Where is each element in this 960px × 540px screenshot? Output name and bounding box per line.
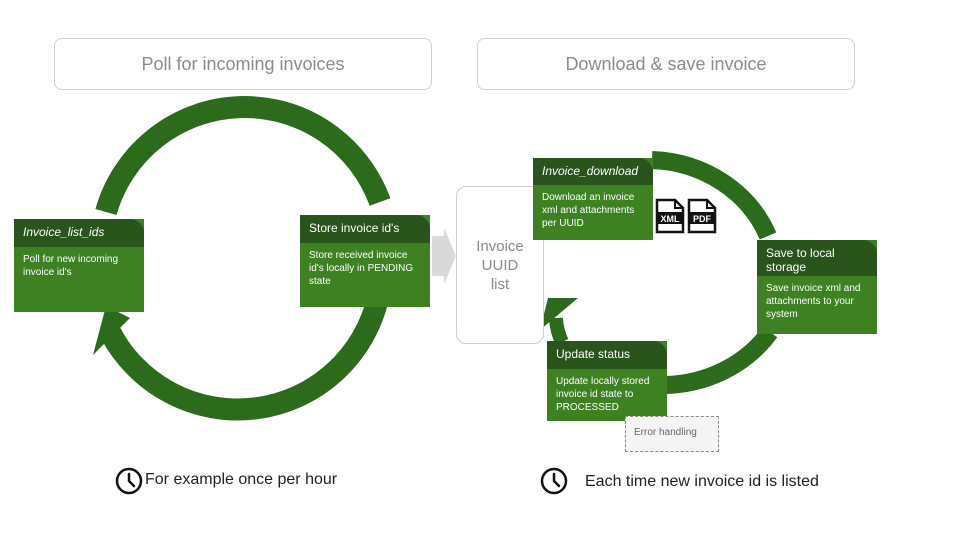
- connector-arrow: [432, 228, 456, 284]
- store-invoice-ids-body: Store received invoice id's locally in P…: [309, 250, 414, 287]
- right-caption: Each time new invoice id is listed: [585, 473, 819, 490]
- invoice-list-ids-body: Poll for new incoming invoice id's: [23, 254, 119, 278]
- poll-header: Poll for incoming invoices: [54, 38, 432, 90]
- store-invoice-ids-card: Store invoice id's Store received invoic…: [300, 215, 430, 307]
- clock-icon: [115, 467, 143, 495]
- save-local-storage-card: Save to local storage Save invoice xml a…: [757, 240, 877, 334]
- right-cycle-bottom-arc: [663, 326, 778, 394]
- right-cycle-return-arc: [549, 317, 569, 346]
- invoice-download-card: Invoice_download Download an invoice xml…: [533, 158, 653, 240]
- clock-icon: [540, 467, 568, 495]
- left-cycle-bottom-arc: [100, 295, 389, 421]
- download-header: Download & save invoice: [477, 38, 855, 90]
- invoice-list-ids-card: Invoice_list_ids Poll for new incoming i…: [14, 219, 144, 312]
- left-caption: For example once per hour: [145, 471, 338, 488]
- xml-file-icon: XML: [655, 198, 685, 234]
- right-cycle-arrowhead: [540, 298, 578, 330]
- update-status-title: Update status: [547, 341, 667, 369]
- store-invoice-ids-title: Store invoice id's: [300, 215, 430, 243]
- xml-file-label: XML: [661, 214, 681, 224]
- update-status-body: Update locally stored invoice id state t…: [556, 376, 650, 413]
- invoice-list-ids-title: Invoice_list_ids: [14, 219, 144, 247]
- invoice-download-body: Download an invoice xml and attachments …: [542, 192, 635, 229]
- save-local-storage-title: Save to local storage: [757, 240, 877, 276]
- invoice-download-title: Invoice_download: [533, 158, 653, 185]
- left-cycle-arrowhead: [93, 306, 130, 355]
- right-cycle-top-arc: [651, 151, 777, 240]
- invoice-uuid-list: Invoice UUID list: [456, 186, 544, 344]
- error-handling-box: Error handling: [625, 416, 719, 452]
- pdf-file-icon: PDF: [687, 198, 717, 234]
- save-local-storage-body: Save invoice xml and attachments to your…: [766, 283, 861, 320]
- pdf-file-label: PDF: [693, 214, 712, 224]
- update-status-card: Update status Update locally stored invo…: [547, 341, 667, 421]
- invoice-uuid-list-label: Invoice UUID list: [476, 237, 524, 293]
- left-cycle-top-arc: [95, 96, 391, 216]
